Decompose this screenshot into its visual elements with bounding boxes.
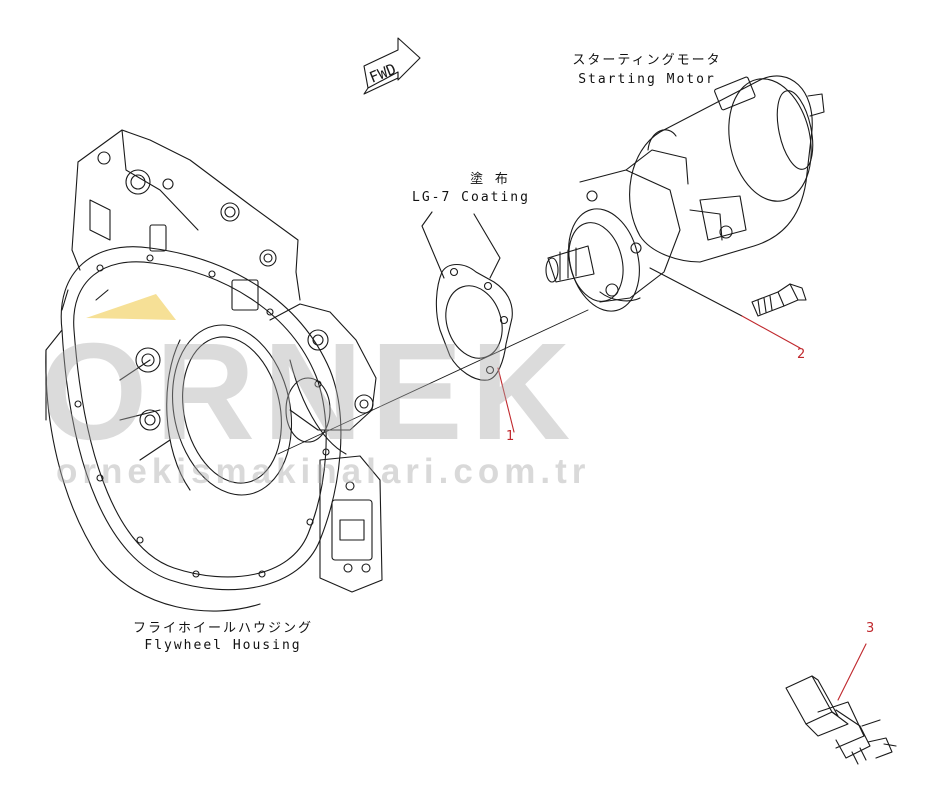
watermark-url: ornekismakinalari.com.tr <box>56 452 591 491</box>
label-flywheel-housing-en: Flywheel Housing <box>144 638 302 653</box>
flywheel-housing-drawing <box>45 129 383 612</box>
label-starting-motor-jp: スターティングモータ <box>572 53 722 68</box>
starter-bolt-leader <box>649 267 743 317</box>
bolt-drawing <box>751 283 807 317</box>
fwd-arrow-icon: FWD <box>363 37 421 95</box>
watermark-brand: ORNEK <box>40 315 579 469</box>
assembly-line <box>277 309 589 455</box>
label-flywheel-housing-jp: フライホイールハウジング <box>132 621 313 636</box>
part-3-drawing <box>785 675 897 765</box>
callout-2[interactable]: 2 <box>797 347 806 362</box>
callout-3[interactable]: 3 <box>866 621 875 636</box>
label-starting-motor-en: Starting Motor <box>578 72 716 87</box>
callout-1-leader <box>497 367 515 433</box>
coating-leaders <box>421 211 501 279</box>
callout-2-leader <box>741 315 801 349</box>
callout-1[interactable]: 1 <box>506 429 515 444</box>
watermark-accent <box>86 294 176 320</box>
callout-3-leader <box>837 643 867 701</box>
starting-motor-drawing <box>545 75 825 312</box>
label-coating-jp: 塗 布 <box>470 172 510 187</box>
label-coating-en: LG-7 Coating <box>412 190 530 205</box>
